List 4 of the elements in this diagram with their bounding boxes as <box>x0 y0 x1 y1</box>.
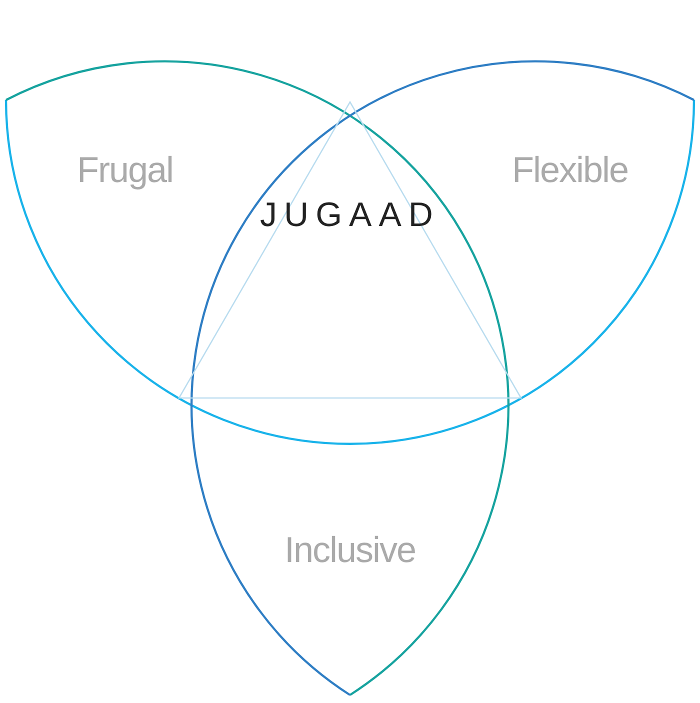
set-label: Inclusive <box>284 529 416 571</box>
set-label: Flexible <box>512 149 628 191</box>
set-label: Frugal <box>76 149 174 191</box>
center-title: JUGAAD <box>260 196 440 235</box>
